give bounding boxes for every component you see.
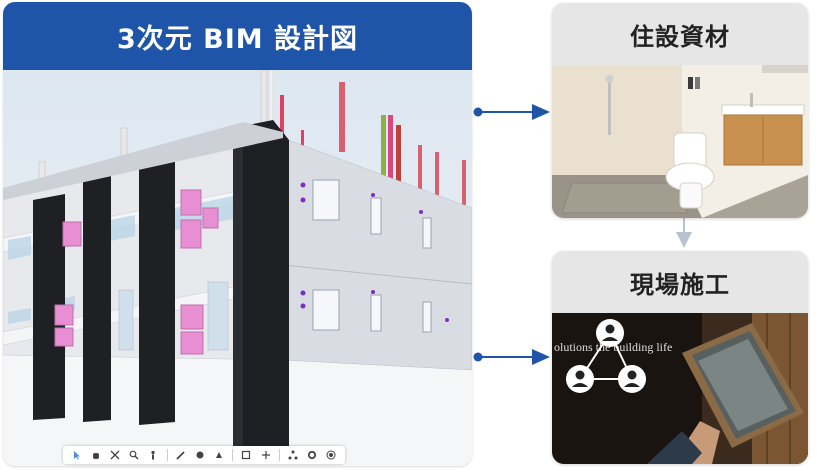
bim-panel-header: 3次元 BIM 設計図 [3,2,472,70]
equipment-markers [300,182,449,322]
select-icon[interactable] [71,449,83,461]
bim-design-panel: 3次元 BIM 設計図 [3,2,472,466]
bim-panel-title: 3次元 BIM 設計図 [116,23,359,55]
toolbar-separator [166,449,168,461]
hand-icon[interactable] [90,449,102,461]
arrow-to-construction [473,349,550,365]
measure-icon[interactable] [194,449,206,461]
side-windows [312,179,432,333]
construction-overlay-text: olutions the building life [554,340,672,354]
materials-panel-title: 住設資材 [630,22,730,51]
bathroom-photo [552,65,808,218]
tree-icon[interactable] [287,449,299,461]
roof-pipes [38,70,466,207]
on-site-construction-panel: 現場施工 olutions the building life [552,251,808,464]
box-icon[interactable] [240,449,252,461]
housing-materials-panel: 住設資材 [552,3,808,218]
fit-icon[interactable] [109,449,121,461]
materials-panel-header: 住設資材 [552,3,808,65]
structural-columns [33,120,289,458]
explode-icon[interactable] [260,449,272,461]
settings-icon[interactable] [306,449,318,461]
toolbar-separator [232,449,234,461]
construction-panel-title: 現場施工 [630,270,730,299]
bim-3d-model-view[interactable] [3,70,472,466]
viewer-toolbar [63,446,345,464]
pen-icon[interactable] [175,449,187,461]
section-icon[interactable] [213,449,225,461]
toolbar-separator [278,449,280,461]
person-icon[interactable] [147,449,159,461]
people-network-icon [566,319,646,393]
ac-units [54,189,219,355]
fullscreen-icon[interactable] [325,449,337,461]
zoom-icon[interactable] [128,449,140,461]
construction-site-photo: olutions the building life [552,313,808,464]
arrow-to-materials [473,104,550,120]
construction-panel-header: 現場施工 [552,251,808,313]
